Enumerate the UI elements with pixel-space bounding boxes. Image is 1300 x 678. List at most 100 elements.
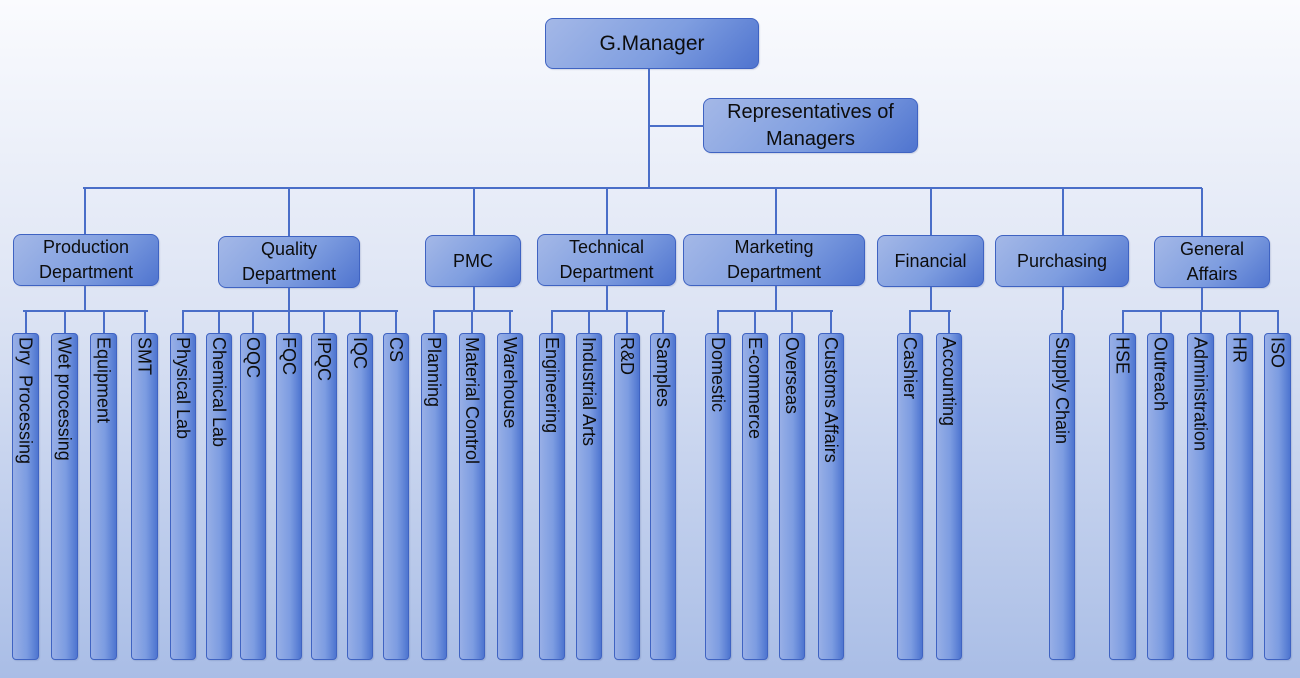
unit-label: FQC — [279, 337, 299, 375]
unit-bus-line — [551, 310, 665, 312]
unit-connector-line — [64, 310, 66, 333]
department-drop-line — [930, 188, 932, 235]
pmc-department-label: PMC — [453, 250, 493, 271]
unit-label: Warehouse — [500, 337, 520, 429]
unit-label: HR — [1229, 337, 1250, 363]
unit-connector-line — [359, 310, 361, 333]
unit-connector-line — [1239, 310, 1241, 333]
unit-label: ISO — [1267, 337, 1288, 369]
unit-label: Wet processing — [54, 337, 75, 461]
unit-connector-line — [509, 310, 511, 333]
unit-label: Customs Affairs — [821, 337, 841, 463]
unit-node: ISO — [1264, 333, 1291, 660]
g-manager-node: G.Manager — [545, 18, 759, 69]
production-department-node: Production Department — [13, 234, 159, 286]
department-drop-line — [775, 188, 777, 234]
department-drop-line — [606, 188, 608, 234]
unit-connector-line — [433, 310, 435, 333]
unit-label: Engineering — [542, 337, 562, 434]
department-drop-line — [84, 188, 86, 234]
unit-label: Equipment — [93, 337, 114, 424]
unit-label: IQC — [350, 337, 370, 370]
unit-connector-line — [471, 310, 473, 333]
unit-connector-line — [1061, 310, 1063, 333]
technical-department-label: Technical Department — [559, 237, 654, 282]
representatives-node: Representatives of Managers — [703, 98, 918, 153]
unit-node: CS — [383, 333, 409, 660]
unit-label: OQC — [243, 337, 263, 379]
unit-connector-line — [909, 310, 911, 333]
trunk-line — [648, 69, 650, 189]
unit-connector-line — [717, 310, 719, 333]
unit-node: Physical Lab — [170, 333, 196, 660]
unit-node: FQC — [276, 333, 302, 660]
department-drop-line — [288, 188, 290, 236]
representative-connector — [649, 125, 704, 127]
unit-connector-line — [791, 310, 793, 333]
unit-connector-line — [1277, 310, 1279, 333]
unit-label: Dry Processing — [15, 337, 36, 465]
unit-connector-line — [103, 310, 105, 333]
unit-label: CS — [386, 337, 406, 363]
purchasing-department-label: Purchasing — [1016, 250, 1108, 271]
unit-connector-line — [662, 310, 664, 333]
unit-label: HSE — [1112, 337, 1133, 375]
marketing-department-label: Marketing Department — [726, 237, 822, 282]
unit-drop-line — [1201, 288, 1203, 310]
unit-drop-line — [606, 286, 608, 310]
marketing-department-node: Marketing Department — [683, 234, 865, 286]
unit-drop-line — [288, 288, 290, 310]
unit-node: Customs Affairs — [818, 333, 844, 660]
unit-label: Overseas — [782, 337, 802, 415]
unit-drop-line — [473, 287, 475, 310]
unit-node: IPQC — [311, 333, 337, 660]
unit-node: Planning — [421, 333, 447, 660]
unit-label: Chemical Lab — [209, 337, 229, 448]
unit-connector-line — [754, 310, 756, 333]
unit-label: Samples — [653, 337, 673, 408]
unit-label: Supply Chain — [1052, 337, 1072, 445]
unit-node: HSE — [1109, 333, 1136, 660]
production-department-label: Production Department — [38, 237, 134, 282]
unit-drop-line — [775, 286, 777, 310]
unit-label: Accounting — [939, 337, 959, 427]
unit-drop-line — [930, 287, 932, 310]
unit-label: Domestic — [708, 337, 728, 413]
unit-connector-line — [1122, 310, 1124, 333]
unit-connector-line — [626, 310, 628, 333]
purchasing-department-node: Purchasing — [995, 235, 1129, 287]
unit-node: IQC — [347, 333, 373, 660]
unit-connector-line — [25, 310, 27, 333]
unit-label: Physical Lab — [173, 337, 193, 440]
unit-node: Accounting — [936, 333, 962, 660]
unit-node: Samples — [650, 333, 676, 660]
unit-connector-line — [144, 310, 146, 333]
unit-node: Chemical Lab — [206, 333, 232, 660]
department-drop-line — [1062, 188, 1064, 235]
unit-connector-line — [252, 310, 254, 333]
unit-node: R&D — [614, 333, 640, 660]
unit-connector-line — [395, 310, 397, 333]
department-drop-line — [473, 188, 475, 235]
pmc-department-node: PMC — [425, 235, 521, 287]
unit-node: Equipment — [90, 333, 117, 660]
general-department-node: General Affairs — [1154, 236, 1270, 288]
unit-label: Industrial Arts — [579, 337, 599, 447]
unit-connector-line — [948, 310, 950, 333]
unit-bus-line — [718, 310, 833, 312]
unit-drop-line — [84, 286, 86, 310]
unit-connector-line — [218, 310, 220, 333]
unit-connector-line — [830, 310, 832, 333]
unit-node: Engineering — [539, 333, 565, 660]
unit-node: Wet processing — [51, 333, 78, 660]
unit-connector-line — [551, 310, 553, 333]
g-manager-label: G.Manager — [599, 32, 705, 55]
unit-connector-line — [1200, 310, 1202, 333]
unit-node: Industrial Arts — [576, 333, 602, 660]
unit-node: Overseas — [779, 333, 805, 660]
unit-bus-line — [911, 310, 951, 312]
unit-node: Administration — [1187, 333, 1214, 660]
financial-department-label: Financial — [894, 250, 967, 271]
unit-bus-line — [183, 310, 398, 312]
